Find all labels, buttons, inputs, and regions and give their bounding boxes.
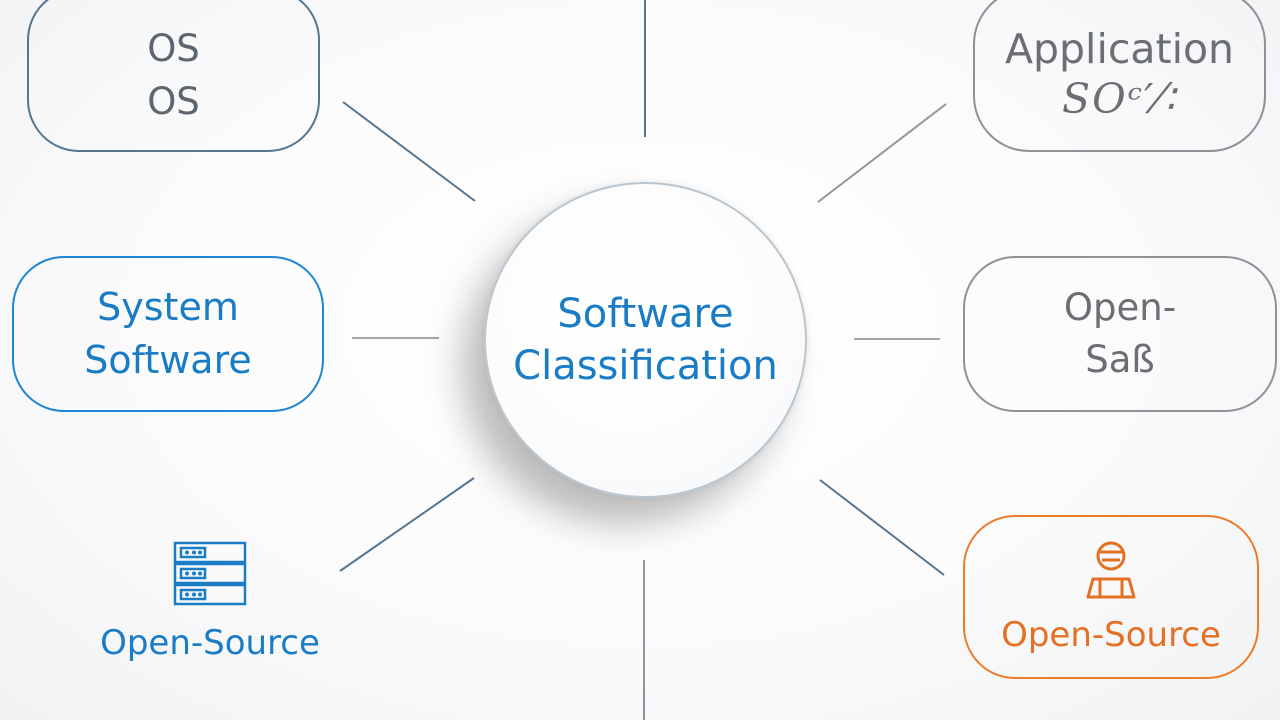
os-node-label-line-2: OS [147,80,200,123]
system-software-node[interactable]: System Software [12,256,324,412]
open-source-server-label: Open-Source [100,622,320,663]
os-node[interactable]: OS OS [27,0,320,152]
open-sab-node-label-line-1: Open- [1063,286,1177,329]
open-source-user-node[interactable]: Open-Source [963,515,1259,679]
system-node-label-line-1: System [97,285,239,329]
application-software-node[interactable]: Application SOᶜ′⁄∶ [973,0,1266,152]
open-sab-node[interactable]: Open- Saß [963,256,1277,412]
open-source-server-node[interactable]: Open-Source [75,518,345,683]
os-node-label-line-1: OS [147,27,200,70]
software-classification-hub[interactable]: Software Classification [484,182,807,498]
hub-label-line-1: Software [557,291,734,337]
connector-top-right [817,103,947,203]
open-source-user-label: Open-Source [1001,615,1221,655]
system-node-label-line-2: Software [84,338,252,382]
open-sab-node-label-line-2: Saß [1085,338,1155,381]
user-icon [1086,541,1136,599]
application-node-label-line-1: Application [1004,25,1235,73]
server-icon [173,541,247,605]
hub-label-line-2: Classification [513,343,778,389]
application-node-label-line-2: SOᶜ′⁄∶ [1062,75,1177,123]
connector-bottom-left [339,477,475,572]
connector-bottom-right [819,479,945,576]
connector-top-left [342,101,476,202]
